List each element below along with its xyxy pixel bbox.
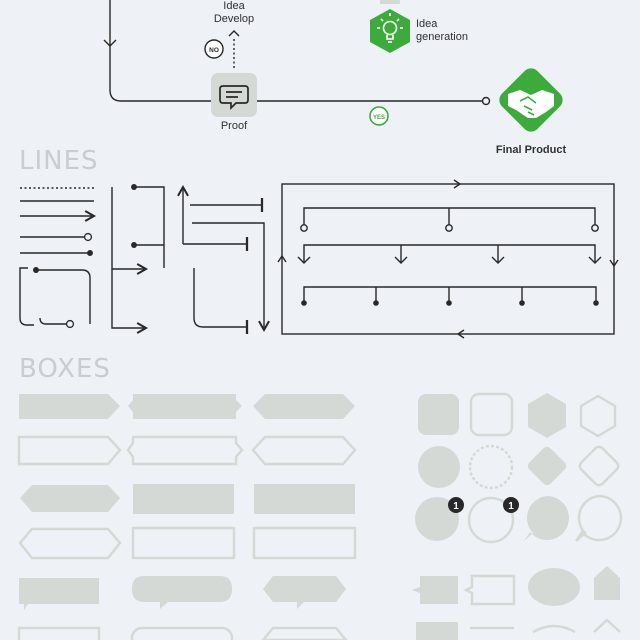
tree-row-3: [303, 286, 597, 302]
shape-ellipse: [528, 568, 580, 606]
frame-bottom-arrow: [456, 329, 465, 339]
line-u-turn: [192, 222, 270, 333]
shape-house: [594, 566, 620, 600]
shape-rounded-square-outline: [469, 392, 514, 437]
icon-shapes-outline: [463, 392, 623, 634]
label-hex-bottom-outline: [261, 626, 348, 640]
shape-circle-outline: [468, 444, 514, 490]
final-product-label: Final Product: [495, 144, 567, 156]
shape-hexagon-outline: [579, 394, 617, 438]
label-rect-wide-outline: [252, 526, 357, 560]
label-hexagon-long: [253, 394, 355, 419]
label-notched-outline: [126, 435, 244, 466]
flow-connector-main: [109, 0, 212, 102]
chat-bubble-icon: [219, 85, 249, 111]
idea-generation-node: [370, 0, 410, 53]
idea-develop-label: Idea Develop: [213, 0, 255, 25]
label-pill-bottom-outline: [130, 626, 234, 640]
handshake-icon: [508, 90, 554, 118]
shape-speech-circle-outline: [575, 494, 623, 542]
line-bend-left: [19, 267, 34, 326]
shape-diamond: [527, 446, 567, 486]
shape-circle: [418, 446, 460, 488]
tree-row-1: [303, 207, 596, 226]
yes-badge: YES: [369, 106, 389, 126]
boxes-section-title: BOXES: [19, 354, 111, 384]
shape-diamond-outline: [578, 445, 620, 487]
label-rect-wide: [254, 484, 355, 514]
label-rect-outline: [131, 526, 236, 560]
shape-circle-badge: [415, 497, 459, 541]
tree-row-2-arrows: [297, 256, 602, 264]
label-hexagon-outline: [251, 435, 357, 466]
line-bend-dot: [36, 269, 91, 324]
label-shapes-outline: [17, 435, 357, 640]
tree-row-2: [303, 244, 596, 262]
no-badge-text: NO: [209, 47, 219, 54]
flow-end-ring: [481, 96, 491, 106]
final-product-node: [499, 68, 563, 132]
label-rect: [133, 484, 234, 514]
no-badge: NO: [204, 39, 224, 59]
label-speech-rect: [19, 578, 99, 610]
tree-row-1-node: [591, 224, 599, 232]
yes-badge-text: YES: [373, 115, 385, 121]
shape-circle-badge-outline: [467, 496, 515, 544]
label-arrow-right: [19, 394, 120, 419]
shape-speech-circle: [524, 496, 569, 541]
line-bracket-1: [131, 184, 165, 268]
label-hexagon-left-outline: [18, 527, 122, 560]
number-badge-2: 1: [503, 497, 519, 513]
lines-section-title: LINES: [19, 146, 99, 176]
shape-rounded-square: [418, 394, 459, 435]
label-arrow-outline: [17, 435, 122, 466]
flow-connector-down-arrow: [103, 39, 117, 47]
proof-label: Proof: [220, 120, 248, 132]
proof-node: [211, 73, 257, 117]
frame-left-arrow: [277, 254, 287, 263]
shape-hexagon: [528, 393, 566, 438]
idea-generation-label: Idea generation: [416, 18, 468, 43]
frame-top-arrow: [453, 179, 462, 189]
frame-right-arrow: [609, 259, 619, 268]
shape-speech-square-outline: [463, 574, 516, 606]
number-badge-1: 1: [448, 497, 464, 513]
tree-row-3-dots: [33, 267, 599, 306]
label-hexagon-left: [20, 485, 120, 512]
flowchart: [103, 0, 491, 106]
line-curve-t: [193, 268, 249, 334]
line-elbow-arrow: [111, 187, 149, 275]
label-shapes-filled: [19, 394, 355, 610]
shape-bottom-outline-1: [470, 624, 576, 634]
label-hex-tail: [263, 576, 346, 609]
tree-row-1-node: [445, 224, 453, 232]
flow-dotted-up-arrow: [228, 30, 240, 37]
label-rect-bottom-outline: [17, 626, 101, 640]
shape-bottom-outline-2: [593, 618, 621, 633]
lightbulb-icon: [377, 13, 403, 43]
line-corner-ring: [39, 317, 75, 329]
tree-row-1-node: [300, 224, 308, 232]
svg-text:1: 1: [453, 501, 459, 512]
icon-shapes-filled: [412, 393, 620, 640]
line-samples: [19, 179, 619, 339]
big-frame: [281, 183, 615, 335]
label-notched-rect: [128, 394, 242, 419]
line-elbow-arrow-2: [111, 269, 149, 334]
label-pill-tail: [132, 576, 232, 609]
shape-bottom-tag: [416, 622, 458, 640]
svg-text:1: 1: [508, 501, 514, 512]
shape-speech-square: [412, 576, 458, 604]
